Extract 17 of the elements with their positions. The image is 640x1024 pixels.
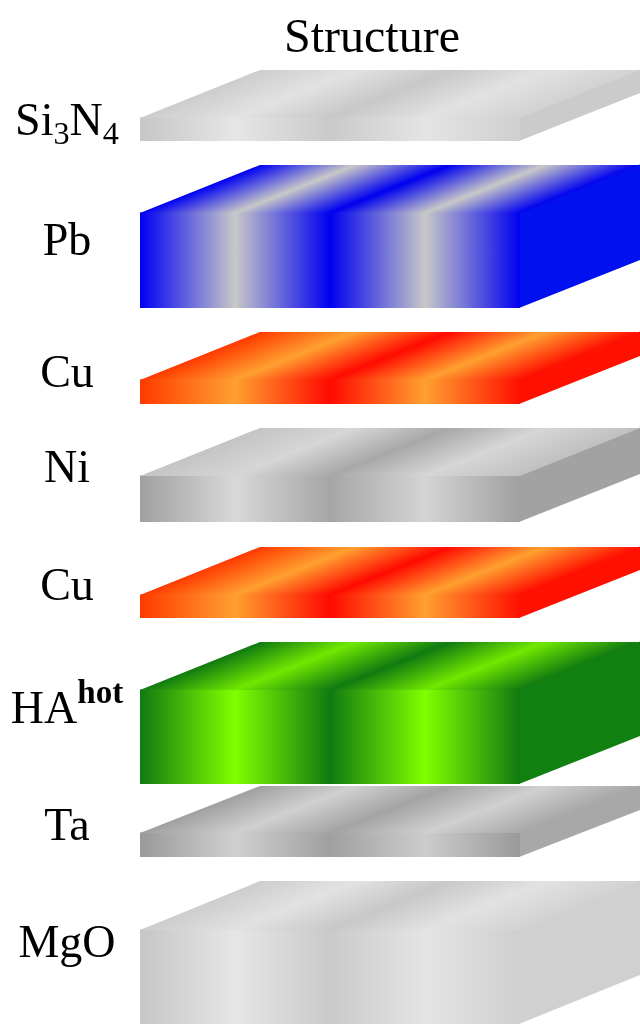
material-layer (140, 165, 640, 308)
material-layer (140, 428, 640, 522)
layer-label: Ni (43, 440, 91, 494)
material-layer (140, 642, 640, 784)
material-layer (140, 332, 640, 404)
layer-label: Pb (41, 213, 93, 267)
title: Structure (283, 8, 461, 64)
material-layer (140, 547, 640, 618)
material-layer (140, 786, 640, 857)
layer-label: Ta (43, 798, 91, 852)
layer-label: HA$^{hot}$ (9, 672, 125, 735)
layer-label: MgO (17, 915, 117, 969)
layer-label: Cu (39, 345, 95, 399)
layer-label: Cu (39, 558, 95, 612)
material-layer (140, 70, 640, 141)
layer-label: Si$_{3}$N$_{4}$ (14, 93, 120, 148)
material-layer (140, 881, 640, 1024)
